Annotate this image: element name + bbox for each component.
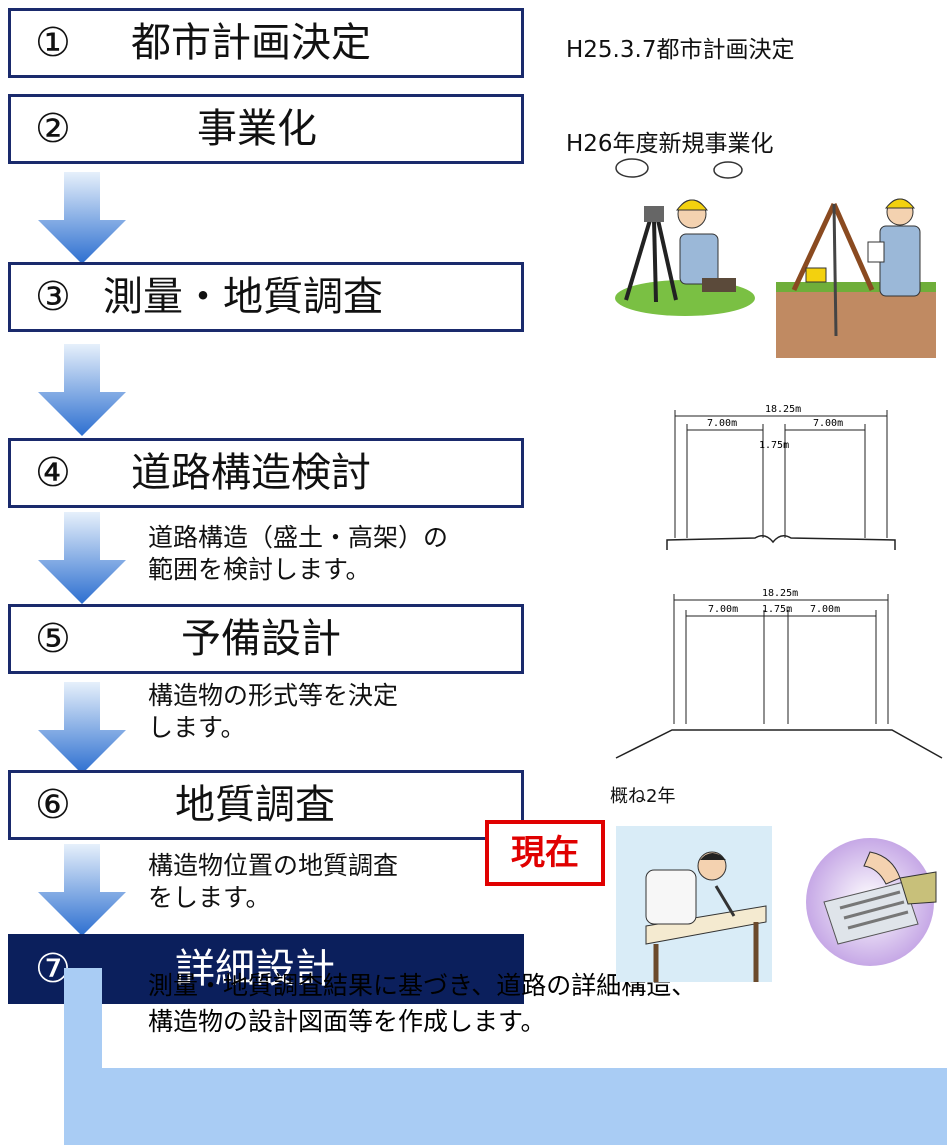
drawing-2-right-dim: 7.00m — [810, 604, 840, 615]
step-1-side-note: H25.3.7都市計画決定 — [566, 37, 795, 63]
drawing-1-total-dim: 18.25m — [765, 404, 801, 415]
step-6-note: 構造物位置の地質調査 をします。 — [148, 850, 398, 914]
flow-arrow — [38, 844, 126, 936]
note-line: します。 — [148, 713, 246, 742]
step-7-note: 測量・地質調査結果に基づき、道路の詳細構造、 構造物の設計図面等を作成します。 — [148, 968, 696, 1040]
drafting-engineer-illustration — [616, 826, 772, 982]
duration-note: 概ね2年 — [610, 786, 676, 807]
step-1-number: ① — [35, 20, 71, 66]
surveyor-illustration — [615, 158, 755, 316]
drawing-2-left-dim: 7.00m — [708, 604, 738, 615]
step-4-box: ④ 道路構造検討 — [8, 438, 524, 508]
current-badge: 現在 — [485, 820, 605, 886]
step-1-box: ① 都市計画決定 — [8, 8, 524, 78]
step-2-label: 事業化 — [197, 106, 317, 152]
step-2-number: ② — [35, 106, 71, 152]
step-3-label: 測量・地質調査 — [103, 274, 383, 320]
computer-keyboard-illustration — [806, 838, 937, 966]
step-1-label: 都市計画決定 — [131, 20, 371, 66]
step-7-label: 詳細設計 — [175, 946, 335, 992]
step-6-number: ⑥ — [35, 782, 71, 828]
drawing-1-right-dim: 7.00m — [813, 418, 843, 429]
flow-arrow — [38, 512, 126, 604]
step-6-box: ⑥ 地質調査 — [8, 770, 524, 840]
note-line: 構造物の設計図面等を作成します。 — [148, 1007, 546, 1036]
drawing-2-total-dim: 18.25m — [762, 588, 798, 599]
step-4-number: ④ — [35, 450, 71, 496]
drawing-2-median-dim: 1.75m — [762, 604, 792, 615]
cross-section-drawing-2: 18.25m 7.00m 1.75m 7.00m — [615, 588, 943, 759]
step-4-note: 道路構造（盛土・高架）の 範囲を検討します。 — [148, 522, 448, 586]
bottom-bar-stem — [64, 968, 102, 1068]
bottom-bar — [64, 1068, 947, 1145]
note-line: 測量・地質調査結果に基づき、道路の詳細構造、 — [148, 971, 697, 1000]
step-3-box: ③ 測量・地質調査 — [8, 262, 524, 332]
note-line: 構造物位置の地質調査 — [148, 851, 399, 880]
cross-section-drawing-1: 18.25m 7.00m 7.00m 1.75m — [666, 404, 896, 550]
step-5-label: 予備設計 — [181, 616, 341, 662]
note-line: をします。 — [148, 883, 271, 912]
step-5-box: ⑤ 予備設計 — [8, 604, 524, 674]
flow-arrow — [38, 682, 126, 774]
step-5-number: ⑤ — [35, 616, 71, 662]
step-5-note: 構造物の形式等を決定 します。 — [148, 680, 398, 744]
drawing-1-left-dim: 7.00m — [707, 418, 737, 429]
step-3-number: ③ — [35, 274, 71, 320]
step-2-side-note: H26年度新規事業化 — [566, 131, 774, 157]
step-6-label: 地質調査 — [175, 782, 335, 828]
step-2-box: ② 事業化 — [8, 94, 524, 164]
drawing-1-median-dim: 1.75m — [759, 440, 789, 451]
note-line: 範囲を検討します。 — [148, 555, 371, 584]
note-line: 構造物の形式等を決定 — [148, 681, 399, 710]
step-4-label: 道路構造検討 — [131, 450, 371, 496]
flow-arrow — [38, 344, 126, 436]
geologist-illustration — [776, 198, 936, 358]
note-line: 道路構造（盛土・高架）の — [148, 523, 449, 552]
flow-arrow — [38, 172, 126, 264]
